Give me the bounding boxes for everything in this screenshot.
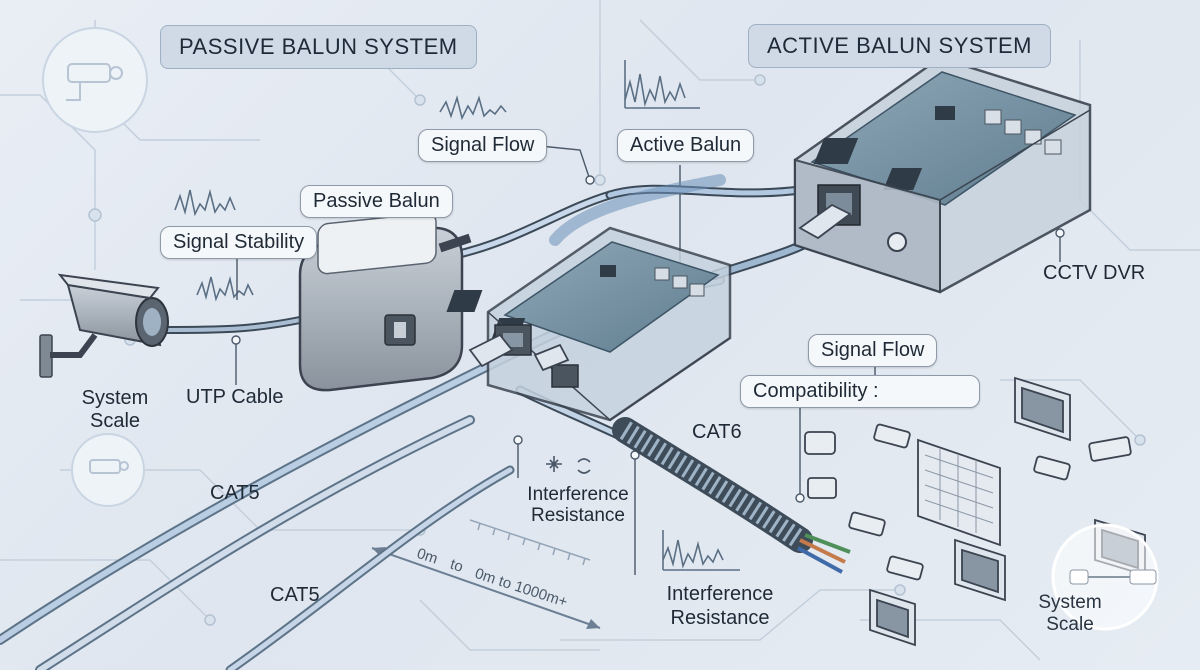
system-scale-left-line1: System — [81, 387, 149, 409]
cat6-label: CAT6 — [692, 421, 742, 443]
active-balun-system-title: ACTIVE BALUN SYSTEM — [748, 24, 1052, 68]
interference-bottom-line1: Interference — [666, 583, 774, 605]
cctv-dvr-label: CCTV DVR — [1043, 262, 1146, 284]
rj45-connectors — [468, 203, 852, 372]
passive-balun-device — [298, 212, 472, 392]
camera-circle-icon-top — [42, 27, 148, 133]
interference-mid-line1: Interference — [527, 484, 629, 505]
signal-flow-label-top: Signal Flow — [418, 129, 548, 162]
system-scale-left-line2: Scale — [89, 410, 141, 432]
system-scale-label-right: System Scale — [1030, 592, 1110, 636]
cat5-label-mid: CAT5 — [210, 482, 260, 504]
cat6-coil — [612, 417, 851, 574]
cat5-label-bottom: CAT5 — [270, 584, 320, 606]
active-balun-label: Active Balun — [617, 129, 755, 162]
utp-cable-label: UTP Cable — [186, 386, 284, 408]
waveform-icons — [174, 60, 740, 571]
compatibility-label: Compatibility : — [740, 375, 980, 408]
system-scale-right-line2: Scale — [1046, 614, 1094, 635]
trace-nodes — [88, 74, 1146, 626]
interference-resistance-label-bottom: Interference Resistance — [650, 582, 790, 630]
passive-balun-label: Passive Balun — [300, 185, 453, 218]
system-scale-label-left: System Scale — [70, 387, 160, 433]
active-balun-device — [446, 226, 732, 422]
interference-resistance-label-mid: Interference Resistance — [508, 484, 648, 526]
interference-mid-line2: Resistance — [531, 505, 625, 526]
passive-balun-system-title: PASSIVE BALUN SYSTEM — [160, 25, 477, 69]
cctv-dvr-device — [793, 56, 1092, 294]
interference-bottom-line2: Resistance — [670, 607, 770, 629]
interference-icons — [546, 456, 591, 474]
camera-circle-icon-mid — [71, 433, 145, 507]
signal-stability-label: Signal Stability — [160, 226, 318, 259]
signal-flow-label-right: Signal Flow — [808, 334, 938, 367]
system-scale-right-line1: System — [1038, 592, 1102, 613]
distance-arrow — [371, 519, 601, 629]
system-scale-circle-icon — [1051, 523, 1159, 631]
cctv-camera-left — [39, 273, 169, 378]
